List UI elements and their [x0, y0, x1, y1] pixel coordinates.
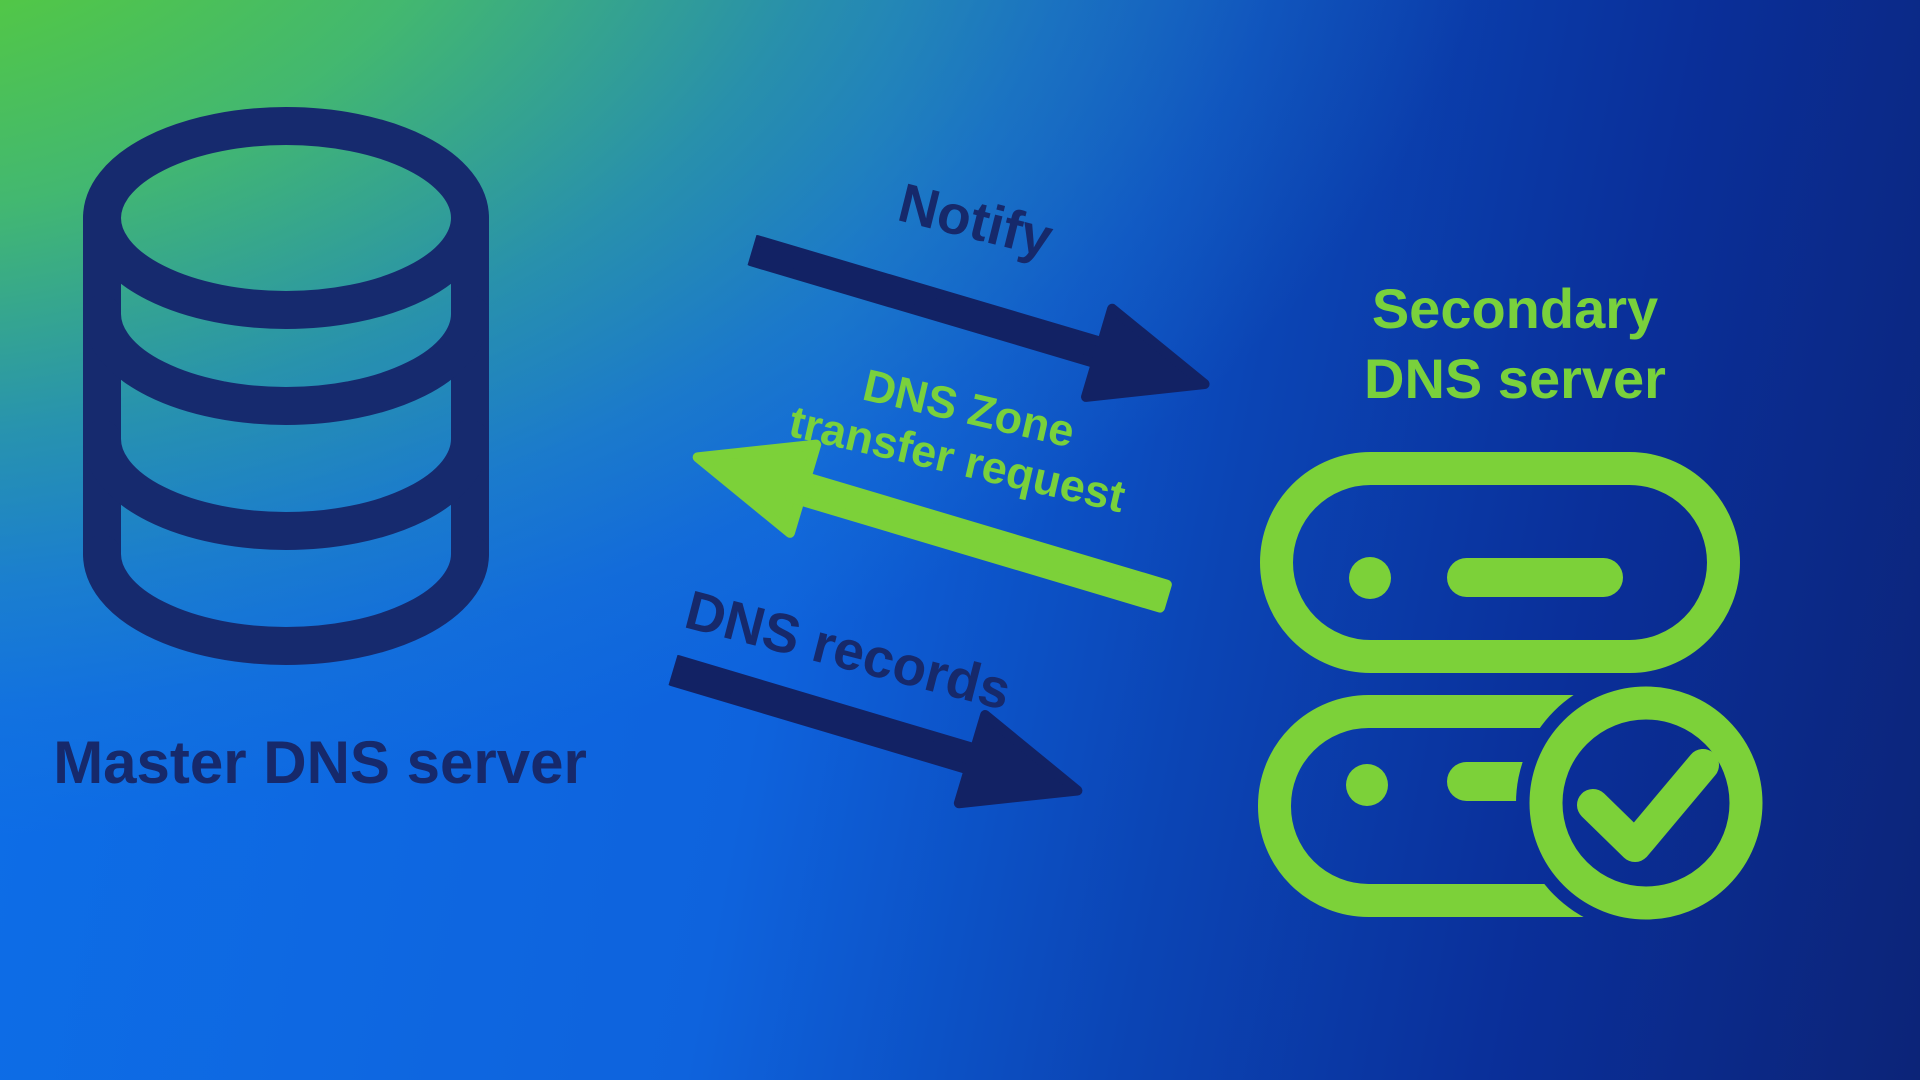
secondary-label-line1: Secondary — [1371, 277, 1659, 340]
secondary-label-line2: DNS server — [1364, 347, 1666, 410]
notify-arrow-icon — [745, 235, 1210, 402]
secondary-dns-server-label: Secondary DNS server — [1280, 274, 1750, 414]
zone-transfer-arrow-icon — [692, 439, 1172, 613]
master-dns-server-label: Master DNS server — [53, 729, 587, 796]
database-icon — [83, 107, 489, 665]
dns-records-arrow-icon — [666, 655, 1083, 809]
server-check-icon — [1258, 452, 1763, 920]
